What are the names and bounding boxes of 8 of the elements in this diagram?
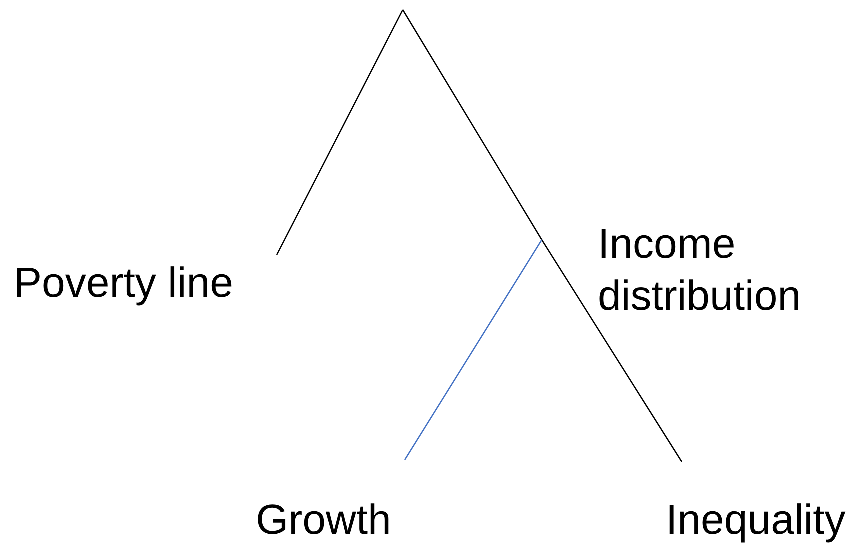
node-label: Income distribution <box>598 219 802 321</box>
node-label: Inequality <box>666 496 847 544</box>
connector-line <box>276 10 404 256</box>
connector-line <box>404 240 543 460</box>
node-label: Poverty line <box>14 259 234 307</box>
connector-line <box>402 10 543 240</box>
node-label: Growth <box>256 496 392 544</box>
connector-line <box>541 240 683 462</box>
